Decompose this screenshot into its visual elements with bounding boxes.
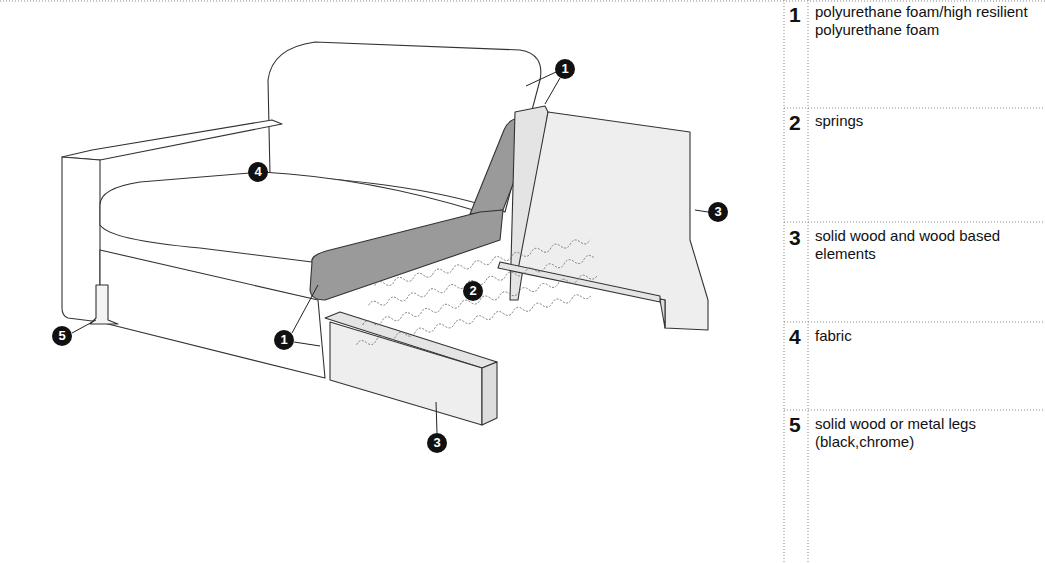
table-number: 5 (789, 414, 801, 436)
callout-number: 4 (248, 162, 268, 182)
callout-number: 3 (427, 433, 447, 453)
table-number: 4 (789, 326, 801, 348)
table-number: 1 (789, 4, 801, 26)
callout-number: 2 (463, 281, 483, 301)
callout-number: 5 (52, 326, 72, 346)
material-description: fabric (815, 327, 1030, 345)
material-description: springs (815, 112, 1030, 130)
material-description: solid wood and wood based elements (815, 227, 1030, 263)
table-number: 3 (789, 227, 801, 249)
callout-number: 3 (708, 202, 728, 222)
table-number: 2 (789, 112, 801, 134)
callout-number: 1 (555, 59, 575, 79)
material-description: solid wood or metal legs (black,chrome) (815, 415, 1030, 451)
material-description: polyurethane foam/high resilient polyure… (815, 3, 1030, 39)
callout-number: 1 (274, 330, 294, 350)
